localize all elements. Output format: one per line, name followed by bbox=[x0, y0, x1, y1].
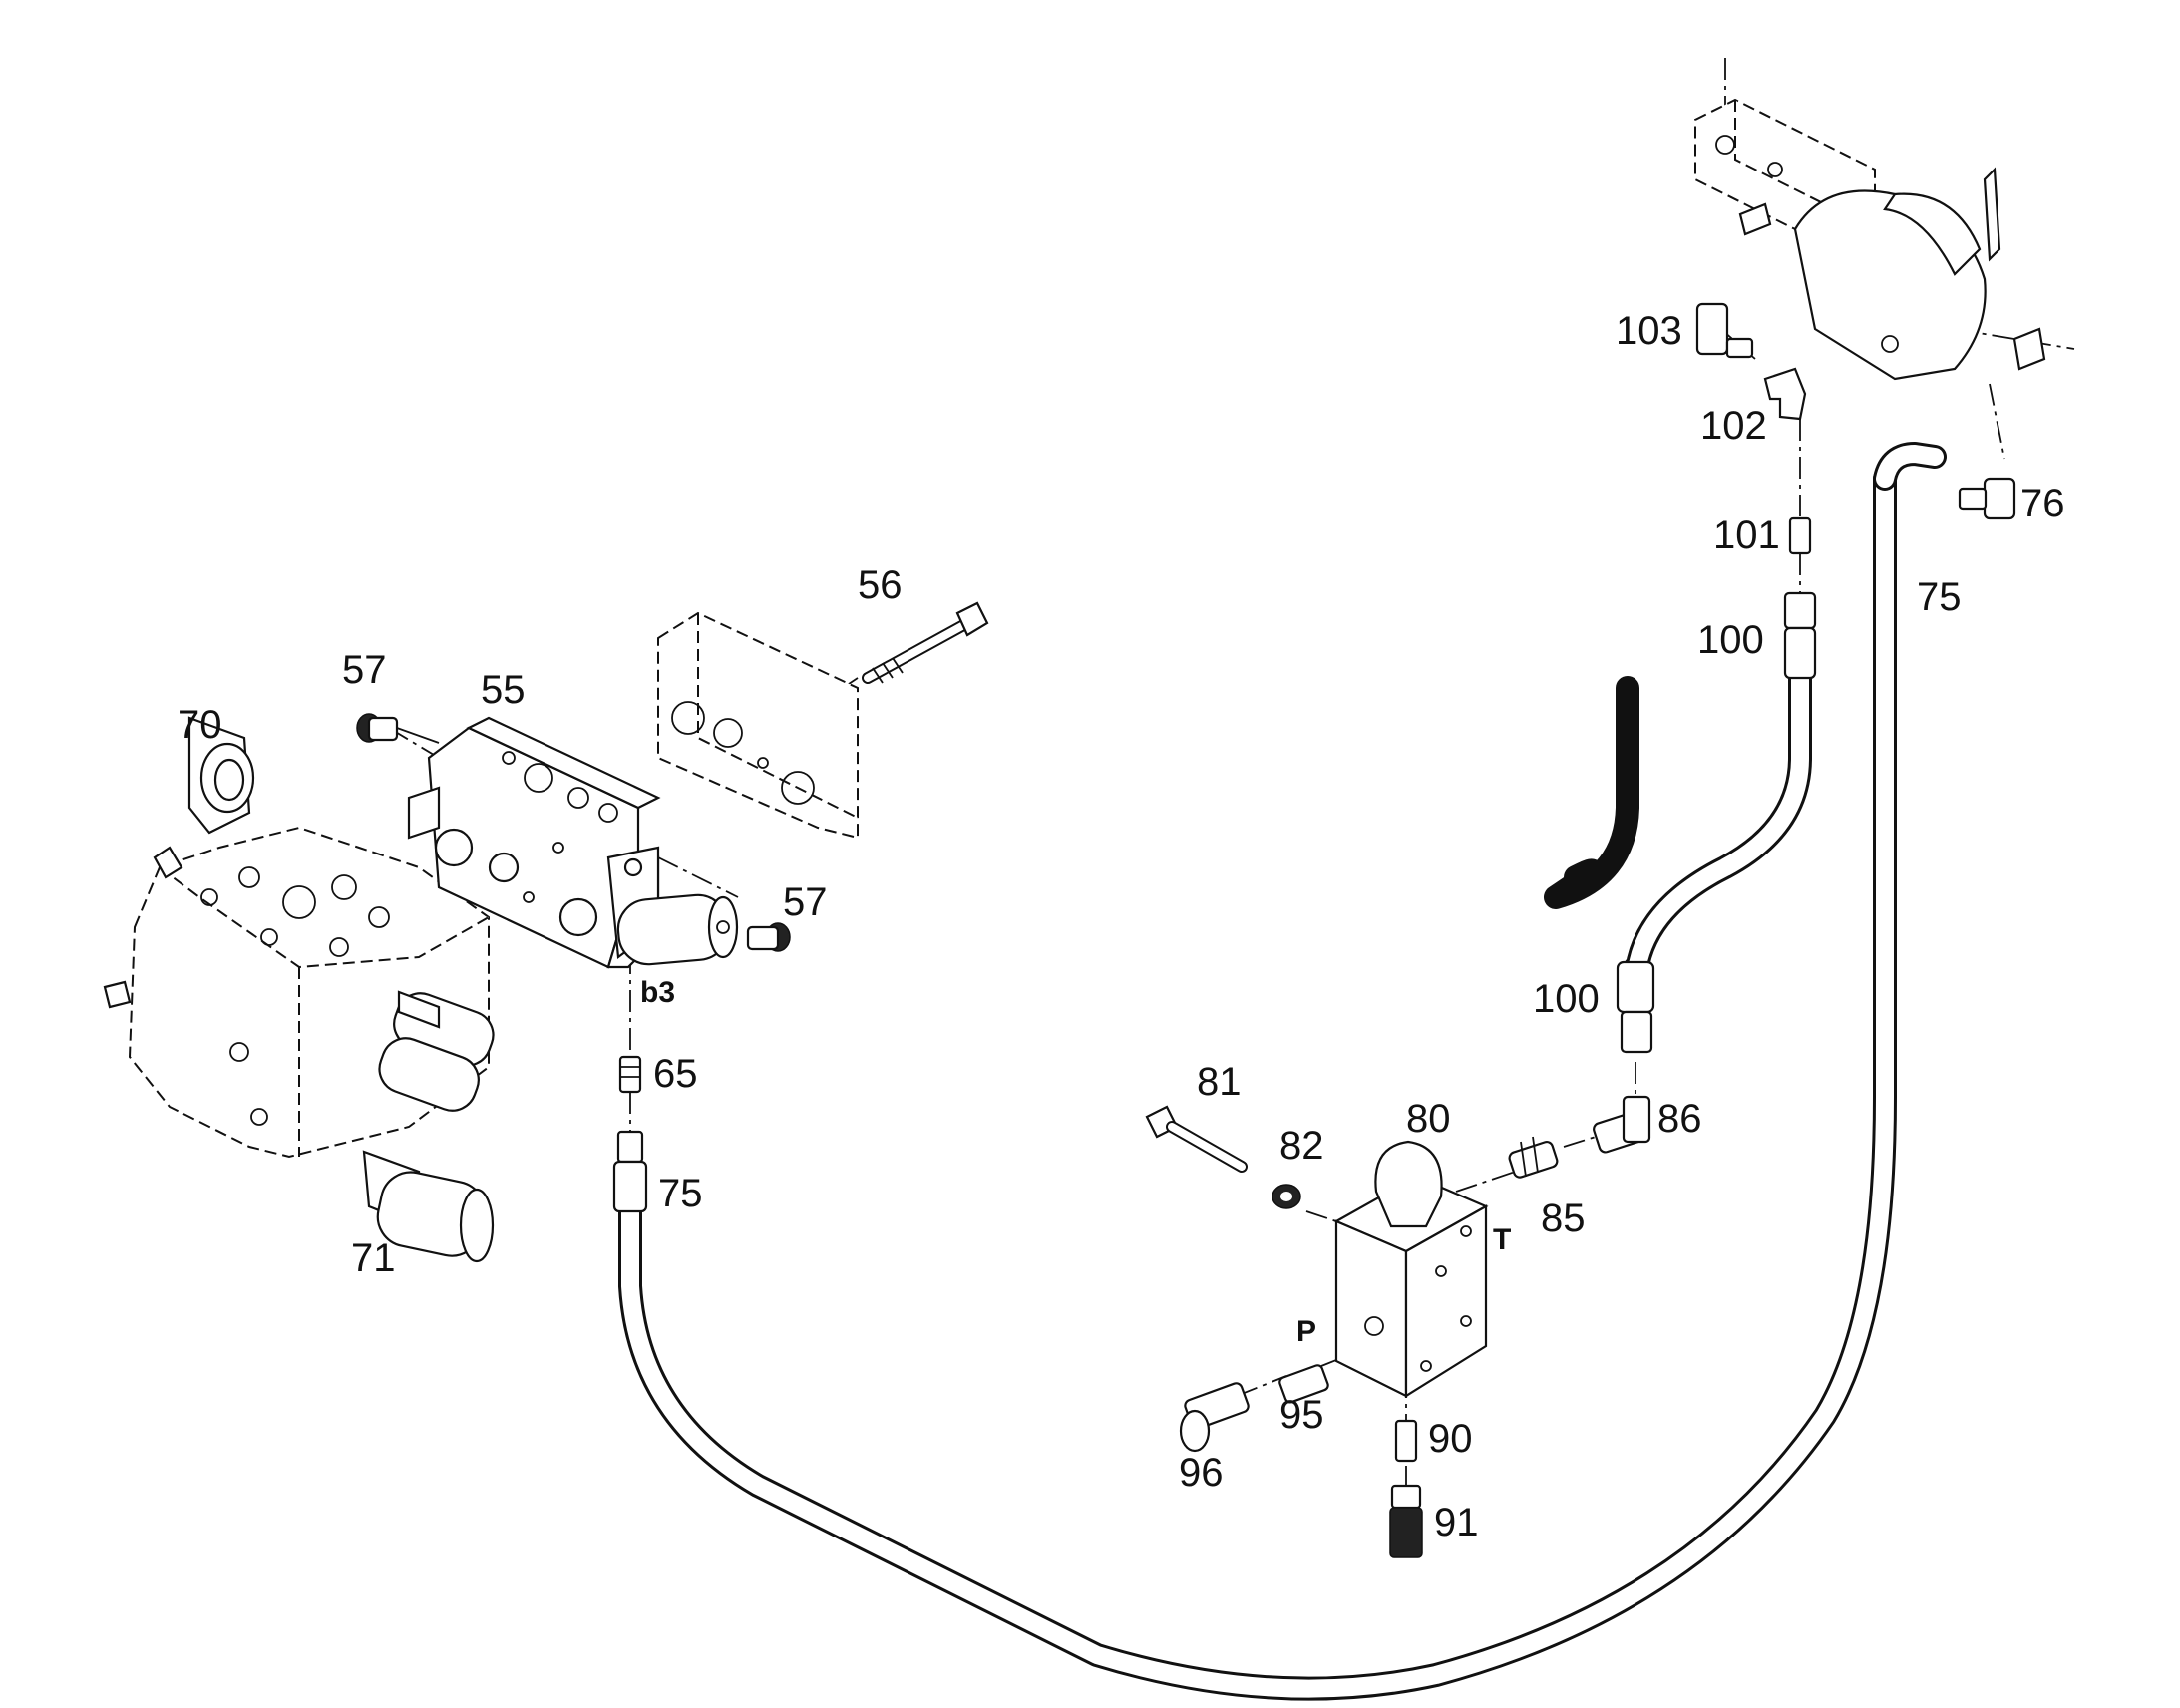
pump-assembly bbox=[1694, 98, 2046, 381]
callout-80: 80 bbox=[1406, 1097, 1451, 1141]
part-91-test-coupling bbox=[1389, 1484, 1423, 1558]
port-labels: b3 P T bbox=[640, 976, 1511, 1348]
callout-96: 96 bbox=[1179, 1451, 1224, 1495]
part-101-fitting bbox=[1788, 516, 1812, 555]
callout-55: 55 bbox=[481, 668, 526, 712]
callout-101: 101 bbox=[1713, 513, 1780, 557]
callout-86: 86 bbox=[1657, 1097, 1702, 1141]
part-65-fitting bbox=[618, 1055, 642, 1094]
callout-labels: 55 56 57 57 65 70 71 75 75 76 80 81 82 8… bbox=[178, 309, 2065, 1544]
port-b3: b3 bbox=[640, 976, 675, 1009]
callout-71: 71 bbox=[351, 1236, 396, 1280]
callout-70: 70 bbox=[178, 703, 222, 747]
callout-91: 91 bbox=[1434, 1501, 1479, 1544]
hose-75-long-left bbox=[618, 442, 1947, 1701]
callout-57-upper: 57 bbox=[342, 648, 387, 692]
callout-102: 102 bbox=[1700, 404, 1767, 448]
callout-100-top: 100 bbox=[1697, 618, 1764, 662]
callout-100-bottom: 100 bbox=[1533, 977, 1600, 1021]
callout-103: 103 bbox=[1616, 309, 1682, 353]
part-71-cap bbox=[362, 1150, 495, 1263]
callout-82: 82 bbox=[1279, 1124, 1324, 1168]
callout-81: 81 bbox=[1197, 1060, 1242, 1104]
port-P: P bbox=[1296, 1315, 1316, 1348]
hose-100 bbox=[1544, 666, 1812, 999]
part-76-tee bbox=[1958, 477, 2016, 520]
part-81-bolt bbox=[1145, 1105, 1248, 1173]
part-85-fitting bbox=[1508, 1136, 1559, 1179]
part-103-tee bbox=[1695, 302, 1754, 359]
part-90-fitting bbox=[1394, 1419, 1418, 1463]
part-57-plug-upper bbox=[356, 713, 440, 744]
part-100-hose-fitting-top bbox=[1783, 591, 1817, 680]
callout-75-left: 75 bbox=[658, 1172, 703, 1215]
part-100-hose-fitting-bottom bbox=[1616, 960, 1655, 1054]
callout-65: 65 bbox=[653, 1052, 698, 1096]
part-80-valve-block bbox=[1333, 1140, 1489, 1398]
part-82-washer bbox=[1272, 1184, 1301, 1209]
callout-75-right: 75 bbox=[1917, 575, 1962, 619]
adapter-plate bbox=[657, 611, 859, 840]
part-102-elbow bbox=[1763, 367, 1807, 421]
callout-56: 56 bbox=[858, 563, 903, 607]
part-70-flange bbox=[187, 716, 255, 835]
callout-57-lower: 57 bbox=[783, 880, 828, 924]
part-57-plug-lower bbox=[746, 922, 791, 952]
part-55-section-valve bbox=[407, 716, 739, 969]
control-valve-block bbox=[103, 826, 495, 1159]
part-96-elbow bbox=[1179, 1382, 1250, 1453]
callout-85: 85 bbox=[1541, 1196, 1586, 1240]
port-T: T bbox=[1493, 1223, 1511, 1256]
callout-95: 95 bbox=[1279, 1393, 1324, 1437]
callout-90: 90 bbox=[1428, 1417, 1473, 1461]
part-56-bolt bbox=[862, 601, 989, 684]
callout-76: 76 bbox=[2020, 482, 2065, 525]
part-86-tee bbox=[1593, 1095, 1651, 1154]
part-75-hose-end-left bbox=[612, 1130, 648, 1213]
part-95-fitting bbox=[1278, 1364, 1329, 1404]
